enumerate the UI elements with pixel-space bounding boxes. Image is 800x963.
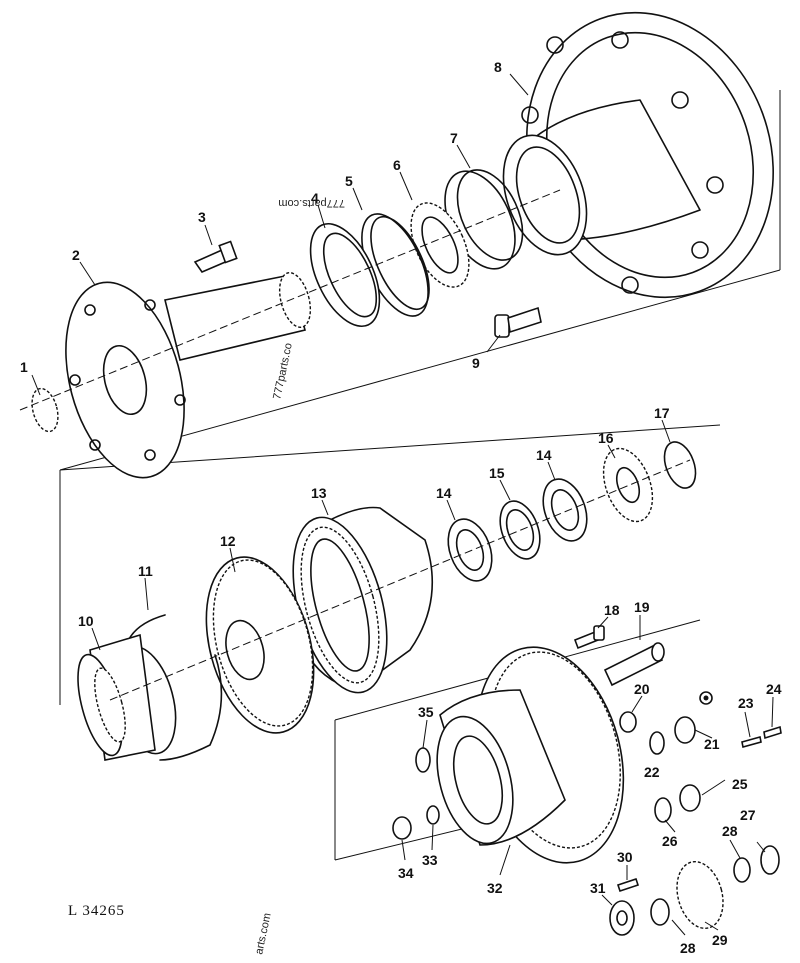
bolt-part-3: [193, 240, 238, 273]
plug-part-25: [679, 784, 701, 812]
part-number-labels: 1 2 3 4 5 6 7 8 9 10 11 12 13 14 14 15 1…: [20, 59, 782, 956]
part-label-7: 7: [450, 130, 458, 146]
axis-line-upper: [19, 189, 561, 411]
thrust-washer-part-31: [609, 900, 635, 936]
cap-part-34: [392, 816, 412, 840]
part-label-6: 6: [393, 157, 401, 173]
nut-part-14-left: [447, 518, 493, 582]
part-label-14b: 14: [536, 447, 552, 463]
washer-part-15: [499, 500, 541, 560]
bearing-part-10: [77, 633, 177, 761]
group-outline-upper: [59, 90, 781, 595]
part-label-16: 16: [598, 430, 614, 446]
part-label-26: 26: [662, 833, 678, 849]
plug-part-21: [674, 691, 713, 744]
pin-part-24: [763, 725, 782, 740]
bushing-part-20: [619, 711, 637, 733]
part-label-23: 23: [738, 695, 754, 711]
part-label-17: 17: [654, 405, 670, 421]
part-label-9: 9: [472, 355, 480, 371]
watermark-lower: arts.com: [253, 912, 274, 956]
axle-shaft-part-2: [65, 272, 312, 479]
part-label-18: 18: [604, 602, 620, 618]
part-label-3: 3: [198, 209, 206, 225]
part-label-14a: 14: [436, 485, 452, 501]
snap-ring-part-35: [415, 747, 431, 773]
part-label-2: 2: [72, 247, 80, 263]
needle-bearing-part-1: [31, 387, 59, 433]
pin-part-30: [616, 877, 640, 893]
part-label-27: 27: [740, 807, 756, 823]
part-label-19: 19: [634, 599, 650, 615]
washer-part-33: [426, 805, 440, 825]
group-outline-lower: [59, 595, 701, 861]
part-label-10: 10: [78, 613, 94, 629]
diagram-reference-code: L 34265: [68, 903, 125, 919]
washer-part-26: [654, 797, 672, 823]
seal-part-4: [309, 222, 381, 328]
part-label-11: 11: [138, 563, 153, 579]
part-label-5: 5: [345, 173, 353, 189]
part-label-24: 24: [766, 681, 782, 697]
nut-part-14-right: [542, 478, 588, 542]
part-label-25: 25: [732, 776, 748, 792]
planet-gear-part-29: [676, 860, 724, 930]
part-label-8: 8: [494, 59, 502, 75]
washer-part-28-upper: [733, 857, 751, 883]
planet-carrier-part-12: [205, 556, 315, 734]
part-label-20: 20: [634, 681, 650, 697]
part-label-31: 31: [590, 880, 606, 896]
part-label-30: 30: [617, 849, 633, 865]
sun-gear-part-16: [602, 447, 654, 523]
part-label-15: 15: [489, 465, 505, 481]
part-label-28a: 28: [722, 823, 738, 839]
part-label-28b: 28: [680, 940, 696, 956]
part-label-33: 33: [422, 852, 438, 868]
part-label-21: 21: [704, 736, 720, 752]
planet-housing-part-32: [436, 646, 625, 864]
part-label-35: 35: [418, 704, 434, 720]
part-label-29: 29: [712, 932, 728, 948]
axis-line-middle: [109, 459, 691, 701]
snap-ring-part-17: [663, 441, 697, 489]
washer-part-27: [760, 845, 780, 875]
leader-lines: [31, 73, 774, 936]
shaft-part-19: [603, 642, 665, 687]
washer-part-22: [649, 731, 665, 755]
pin-part-23: [741, 735, 762, 749]
stud-part-9: [494, 306, 542, 338]
ring-gear-part-13: [292, 506, 434, 694]
part-label-34: 34: [398, 865, 414, 881]
watermark-middle: 777parts.co: [271, 342, 295, 401]
part-label-13: 13: [311, 485, 327, 501]
part-label-12: 12: [220, 533, 236, 549]
bolt-part-18: [573, 625, 605, 650]
part-label-32: 32: [487, 880, 503, 896]
watermark-upper: 777parts.com: [278, 197, 345, 209]
part-label-22: 22: [644, 764, 660, 780]
washer-part-28-lower: [650, 898, 670, 926]
part-label-1: 1: [20, 359, 28, 375]
part-label-4: 4: [311, 190, 319, 206]
hub-housing-part-8: [502, 11, 774, 299]
